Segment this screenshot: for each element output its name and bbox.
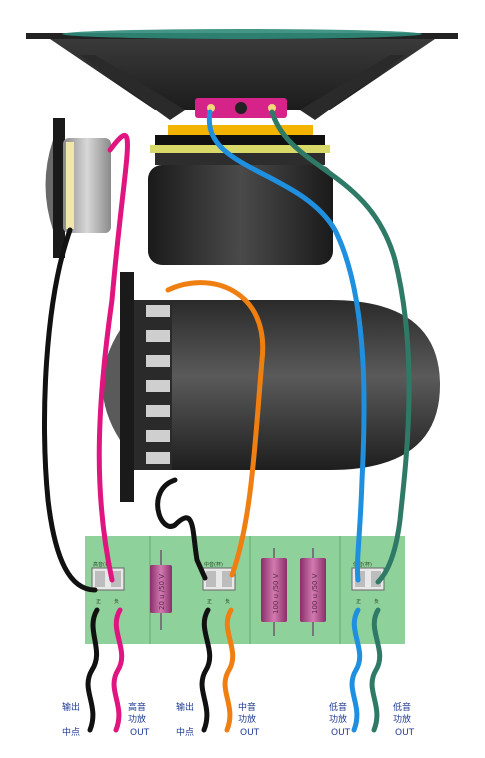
label-woofer-out-a-middle: 功放 (329, 713, 347, 725)
label-tweeter-out-top: 高音 (128, 701, 146, 713)
terminal-label-mid-neg: 负 (225, 598, 230, 605)
label-woofer-out-a-bottom: OUT (331, 728, 351, 738)
label-woofer-out-b-middle: 功放 (393, 713, 411, 725)
board-label-mid: 中音(杯) (204, 561, 223, 568)
label-tweeter-ground: 输出 中点 (62, 701, 80, 738)
tweeter (45, 118, 111, 258)
label-mid-ground: 输出 中点 (176, 701, 194, 738)
label-woofer-out-b-bottom: OUT (395, 728, 415, 738)
board-label-woofer: 低音(杯) (353, 561, 372, 568)
label-mid-out-bottom: OUT (240, 728, 260, 738)
tweeter-body (63, 138, 111, 233)
label-tweeter-ground-top: 输出 (62, 701, 80, 713)
midrange (102, 272, 440, 502)
output-labels: 输出 中点 高音 功放 OUT 输出 中点 中音 功放 OUT 低音 功放 OU… (62, 701, 415, 738)
lead-woofer-out-a (349, 607, 363, 733)
label-mid-out: 中音 功放 OUT (238, 701, 260, 738)
terminal-label-mid-pos: 正 (207, 599, 212, 605)
woofer (26, 29, 458, 265)
terminal-block-mid: 中音(杯) 正 负 (202, 561, 236, 605)
capacitor-3: 100 u /50 V (300, 548, 326, 636)
capacitor-1: 20 u /50 V (150, 550, 172, 630)
label-woofer-out-b: 低音 功放 OUT (393, 701, 415, 738)
lead-tweeter-out (111, 607, 125, 733)
wire-mid-orange (165, 280, 266, 578)
label-woofer-out-a: 低音 功放 OUT (329, 701, 351, 738)
lead-mid-out (222, 607, 236, 733)
terminal-label-tweeter-neg: 负 (114, 598, 119, 605)
label-woofer-out-a-top: 低音 (329, 701, 347, 713)
label-tweeter-out: 高音 功放 OUT (128, 701, 150, 738)
midrange-flange (120, 272, 134, 502)
label-mid-ground-top: 输出 (176, 701, 194, 713)
capacitor-2-label: 100 u /50 V (272, 573, 280, 614)
terminal-label-tweeter-pos: 正 (96, 599, 101, 605)
label-woofer-out-b-top: 低音 (393, 701, 411, 713)
label-mid-ground-bottom: 中点 (176, 726, 194, 738)
terminal-label-woofer-pos: 正 (356, 599, 361, 605)
capacitor-3-label: 100 u /50 V (311, 573, 319, 614)
capacitor-2: 100 u /50 V (261, 548, 287, 636)
terminal-label-woofer-neg: 负 (374, 598, 379, 605)
woofer-voice-coil (168, 125, 313, 135)
terminal-block-tweeter: 高音(杯) 正 负 (91, 561, 125, 605)
capacitor-1-label: 20 u /50 V (158, 574, 166, 610)
tweeter-flange (53, 118, 65, 258)
label-tweeter-ground-bottom: 中点 (62, 726, 80, 738)
wires (41, 109, 412, 733)
lead-mid-ground (199, 607, 213, 733)
wire-woofer-blue (206, 109, 367, 583)
lead-woofer-out-b (369, 607, 383, 733)
woofer-magnet (148, 165, 333, 265)
board-label-tweeter: 高音(杯) (93, 561, 112, 568)
label-mid-out-middle: 功放 (238, 713, 256, 725)
label-tweeter-out-bottom: OUT (130, 728, 150, 738)
label-mid-out-top: 中音 (238, 701, 256, 713)
wire-tweeter-pink (96, 132, 130, 583)
midrange-magnet (172, 300, 440, 470)
wire-woofer-teal (269, 109, 412, 585)
label-tweeter-out-middle: 功放 (128, 713, 146, 725)
wire-mid-black (155, 477, 208, 581)
lead-tweeter-ground (85, 607, 100, 733)
wire-tweeter-black (41, 227, 98, 593)
